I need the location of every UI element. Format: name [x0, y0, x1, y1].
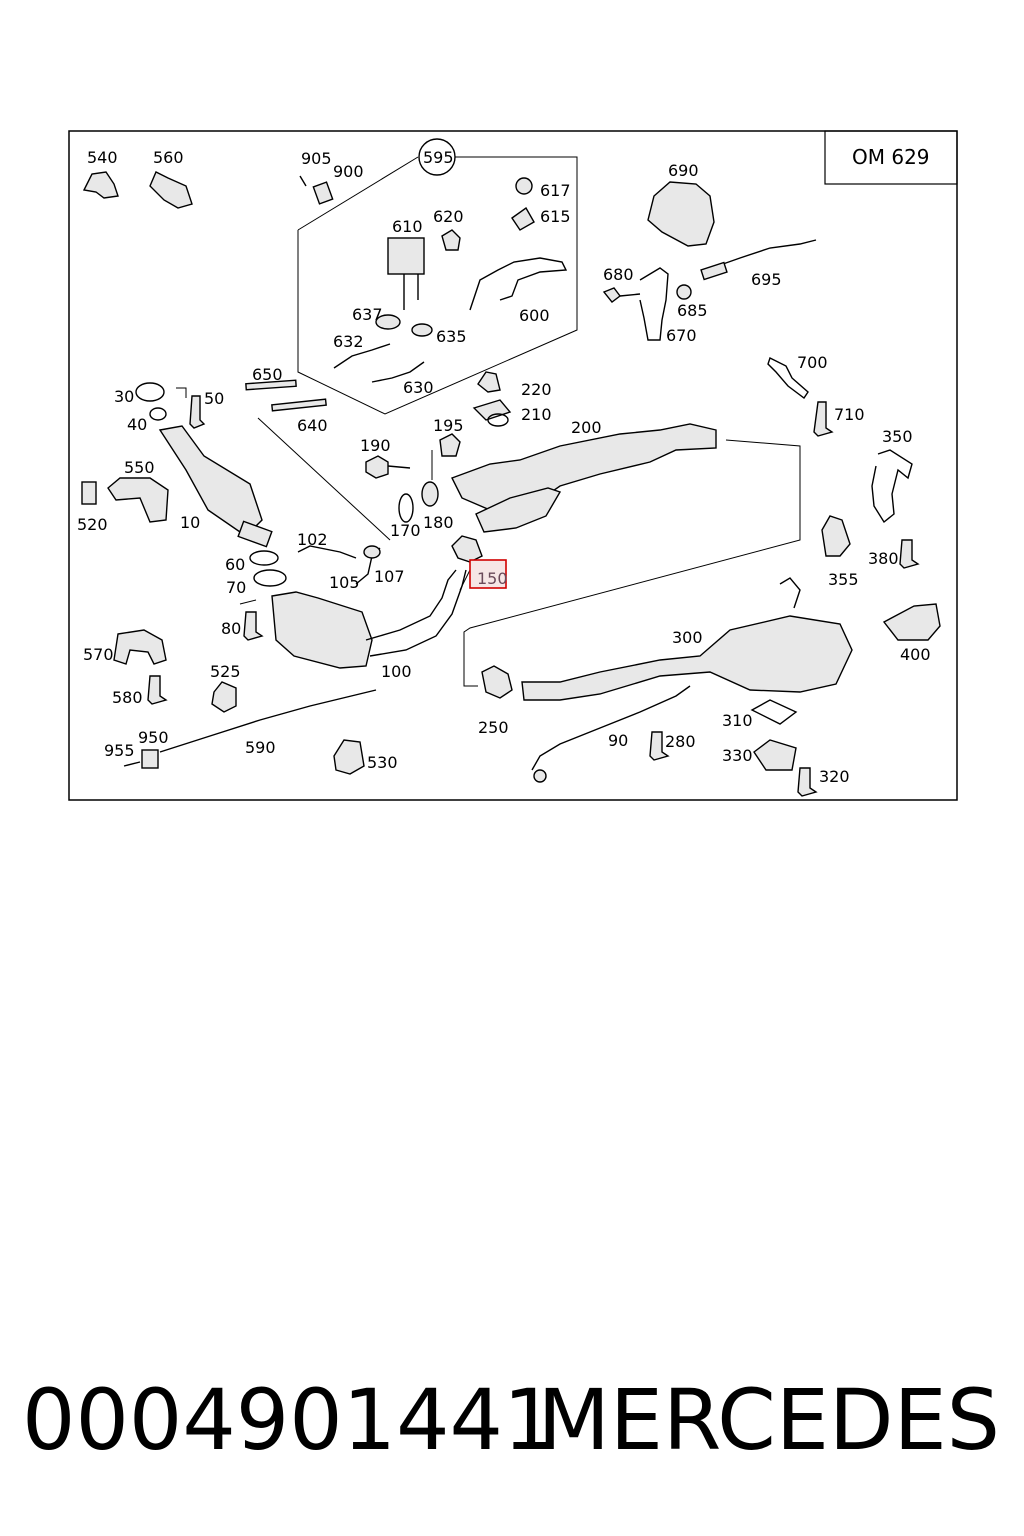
- label-50: 50: [204, 389, 224, 408]
- label-180: 180: [423, 513, 454, 532]
- part-300-rear-muffler: [521, 615, 853, 701]
- label-70: 70: [226, 578, 246, 597]
- label-525: 525: [210, 662, 241, 681]
- label-610: 610: [392, 217, 423, 236]
- part-150-clamp: [451, 535, 483, 563]
- group-595-circle: [418, 138, 456, 176]
- label-955: 955: [104, 741, 135, 760]
- label-635: 635: [436, 327, 467, 346]
- label-190: 190: [360, 436, 391, 455]
- part-610-pressure-sensor: [387, 237, 425, 275]
- exhaust-parts-diagram: OM 629: [68, 130, 958, 801]
- label-30: 30: [114, 387, 134, 406]
- label-60: 60: [225, 555, 245, 574]
- label-637: 637: [352, 305, 383, 324]
- part-550-bracket: [107, 477, 169, 523]
- label-600: 600: [519, 306, 550, 325]
- label-520: 520: [77, 515, 108, 534]
- part-560-bracket: [149, 171, 193, 209]
- label-170: 170: [390, 521, 421, 540]
- label-380: 380: [868, 549, 899, 568]
- part-100-particulate-filter: [271, 591, 373, 669]
- label-320: 320: [819, 767, 850, 786]
- label-107: 107: [374, 567, 405, 586]
- footer-caption: 0004901441 MERCEDES: [0, 1360, 1024, 1480]
- label-680: 680: [603, 265, 634, 284]
- label-690: 690: [668, 161, 699, 180]
- label-560: 560: [153, 148, 184, 167]
- part-90-temperature-sensor: [531, 685, 691, 771]
- part-600-bracket: [469, 257, 568, 311]
- label-632: 632: [333, 332, 364, 351]
- label-905: 905: [301, 149, 332, 168]
- label-400: 400: [900, 645, 931, 664]
- part-670-bracket: [639, 267, 669, 341]
- part-number: 0004901441: [22, 1371, 557, 1469]
- part-10-catalytic-converter: [158, 425, 263, 533]
- label-580: 580: [112, 688, 143, 707]
- label-670: 670: [666, 326, 697, 345]
- label-620: 620: [433, 207, 464, 226]
- part-690-cover: [647, 181, 715, 247]
- label-90: 90: [608, 731, 628, 750]
- label-100: 100: [381, 662, 412, 681]
- label-280: 280: [665, 732, 696, 751]
- label-250: 250: [478, 718, 509, 737]
- part-695-sensor: [705, 239, 817, 271]
- part-350-hanger: [871, 449, 913, 524]
- label-590: 590: [245, 738, 276, 757]
- label-550: 550: [124, 458, 155, 477]
- label-330: 330: [722, 746, 753, 765]
- label-102: 102: [297, 530, 328, 549]
- label-40: 40: [127, 415, 147, 434]
- part-590-sensor-cable: [159, 689, 377, 753]
- highlight-box-150: [469, 559, 507, 589]
- label-710: 710: [834, 405, 865, 424]
- label-200: 200: [571, 418, 602, 437]
- part-540-bracket: [82, 171, 119, 199]
- label-617: 617: [540, 181, 571, 200]
- label-105: 105: [329, 573, 360, 592]
- label-640: 640: [297, 416, 328, 435]
- label-300: 300: [672, 628, 703, 647]
- label-570: 570: [83, 645, 114, 664]
- label-355: 355: [828, 570, 859, 589]
- label-80: 80: [221, 619, 241, 638]
- engine-code: OM 629: [852, 145, 930, 169]
- label-700: 700: [797, 353, 828, 372]
- label-530: 530: [367, 753, 398, 772]
- label-310: 310: [722, 711, 753, 730]
- brand-name: MERCEDES: [537, 1371, 1000, 1469]
- label-650: 650: [252, 365, 283, 384]
- label-630: 630: [403, 378, 434, 397]
- label-615: 615: [540, 207, 571, 226]
- label-595: 595: [423, 148, 454, 167]
- engine-code-box: [824, 130, 958, 185]
- label-950: 950: [138, 728, 169, 747]
- label-350: 350: [882, 427, 913, 446]
- label-10: 10: [180, 513, 200, 532]
- label-695: 695: [751, 270, 782, 289]
- label-220: 220: [521, 380, 552, 399]
- label-540: 540: [87, 148, 118, 167]
- label-150: 150: [477, 569, 508, 588]
- label-900: 900: [333, 162, 364, 181]
- label-685: 685: [677, 301, 708, 320]
- label-210: 210: [521, 405, 552, 424]
- label-195: 195: [433, 416, 464, 435]
- part-400-tailpipe: [882, 603, 941, 641]
- diagram-frame: [68, 130, 958, 801]
